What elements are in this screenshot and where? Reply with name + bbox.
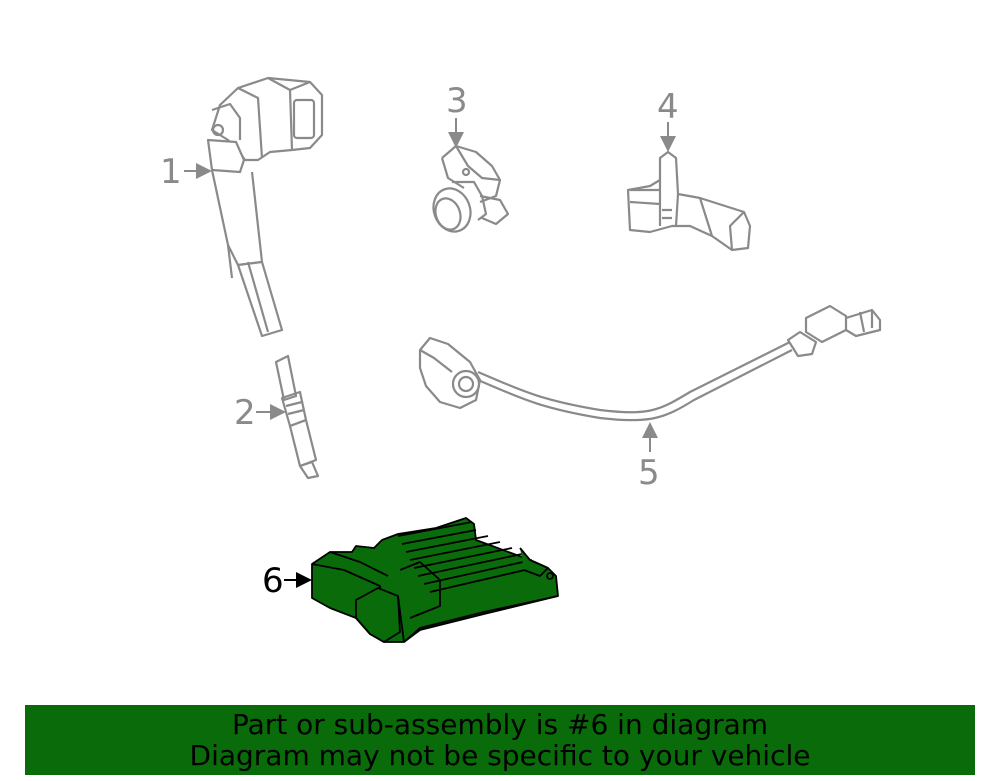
part-6-ecu-highlighted[interactable] bbox=[311, 517, 559, 643]
callout-2-label: 2 bbox=[234, 393, 256, 433]
part-4-sensor[interactable] bbox=[626, 150, 752, 252]
callout-1-label: 1 bbox=[160, 152, 182, 192]
banner-line-disclaimer: Diagram may not be specific to your vehi… bbox=[189, 739, 811, 772]
callout-3-label: 3 bbox=[446, 81, 468, 121]
part-2-spark-plug[interactable] bbox=[274, 354, 320, 480]
part-1-ignition-coil[interactable] bbox=[206, 76, 324, 338]
banner-line-part: Part or sub-assembly is #6 in diagram bbox=[231, 708, 769, 741]
part-3-sensor[interactable] bbox=[428, 144, 510, 237]
parts-diagram: 1 2 3 4 5 6 bbox=[160, 76, 882, 643]
callout-6-label: 6 bbox=[262, 561, 284, 601]
callout-4-label: 4 bbox=[657, 87, 679, 127]
callout-5-label: 5 bbox=[638, 453, 660, 493]
part-5-knock-sensor[interactable] bbox=[418, 304, 882, 422]
info-banner: Part or sub-assembly is #6 in diagram Di… bbox=[25, 705, 975, 775]
